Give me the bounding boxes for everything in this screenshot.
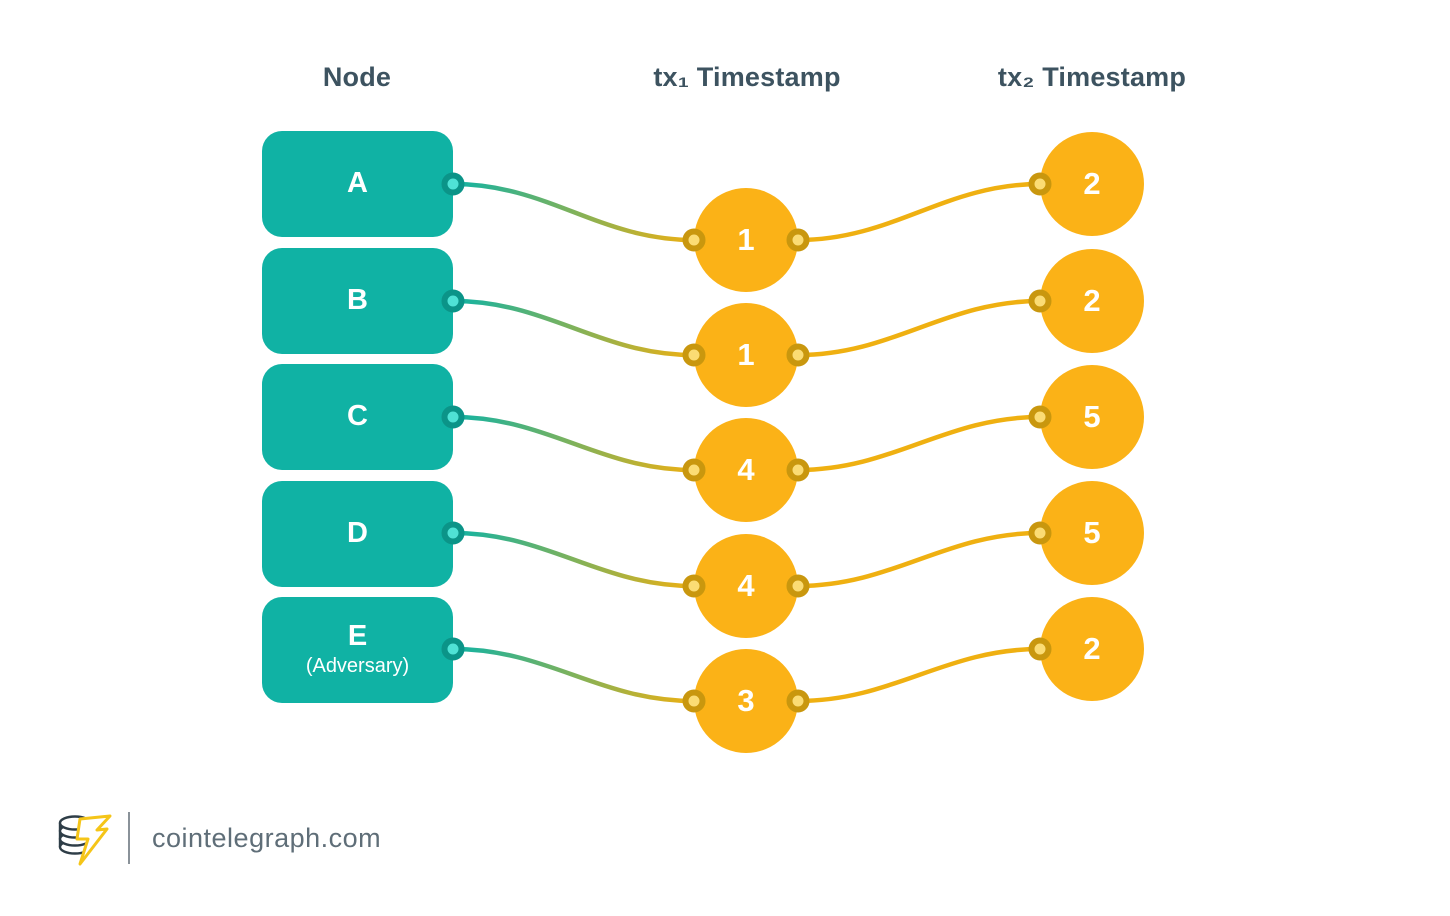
tx1-value: 3	[737, 683, 755, 718]
connection-tx1-to-tx2-row5	[797, 646, 1041, 704]
tx2-circle-row5: 2	[1040, 597, 1144, 701]
node-box-d: D	[262, 481, 453, 587]
header-tx1-timestamp: tx₁ Timestamp	[653, 62, 841, 92]
tx2-value: 5	[1083, 515, 1101, 550]
footer-site-text: cointelegraph.com	[152, 822, 382, 853]
node-box-b: B	[262, 248, 453, 354]
node-label: E	[347, 620, 368, 653]
tx2-value: 2	[1083, 166, 1101, 201]
connection-tx1-to-tx2-row3	[797, 414, 1041, 473]
tx1-value: 1	[737, 222, 755, 257]
node-label: D	[347, 517, 368, 550]
tx1-circle-row5: 3	[694, 649, 798, 753]
tx2-circle-row1: 2	[1040, 132, 1144, 236]
node-label: B	[347, 284, 368, 317]
node-label: A	[347, 167, 368, 200]
tx1-value: 4	[737, 568, 755, 603]
tx2-value: 5	[1083, 399, 1101, 434]
connection-tx1-to-tx2-row2	[797, 298, 1041, 358]
connection-node-b-to-tx1	[452, 298, 695, 358]
tx1-circle-row1: 1	[694, 188, 798, 292]
tx1-value: 4	[737, 452, 755, 487]
header-tx2-timestamp: tx₂ Timestamp	[997, 62, 1187, 92]
footer-divider	[128, 812, 130, 864]
connection-tx1-to-tx2-row1	[797, 181, 1041, 243]
node-box-c: C	[262, 364, 453, 470]
lightning-bolt-icon	[75, 814, 112, 866]
tx1-value: 1	[737, 337, 755, 372]
cointelegraph-logo	[58, 814, 112, 866]
connection-node-a-to-tx1	[452, 181, 695, 243]
tx2-circle-row2: 2	[1040, 249, 1144, 353]
tx1-circle-row2: 1	[694, 303, 798, 407]
tx1-circle-row4: 4	[694, 534, 798, 638]
header-node: Node	[322, 62, 392, 92]
node-sublabel-adversary: (Adversary)	[305, 654, 410, 677]
footer-branding: cointelegraph.com	[50, 806, 381, 870]
connection-tx1-to-tx2-row4	[797, 530, 1041, 589]
tx2-circle-row3: 5	[1040, 365, 1144, 469]
node-box-e-adversary: E (Adversary)	[262, 597, 453, 703]
connection-node-d-to-tx1	[452, 530, 695, 589]
connection-node-c-to-tx1	[452, 414, 695, 473]
node-label: C	[347, 400, 368, 433]
tx2-value: 2	[1083, 631, 1101, 666]
tx1-circle-row3: 4	[694, 418, 798, 522]
node-box-a: A	[262, 131, 453, 237]
connection-node-e-to-tx1	[452, 646, 695, 704]
tx2-value: 2	[1083, 283, 1101, 318]
tx2-circle-row4: 5	[1040, 481, 1144, 585]
